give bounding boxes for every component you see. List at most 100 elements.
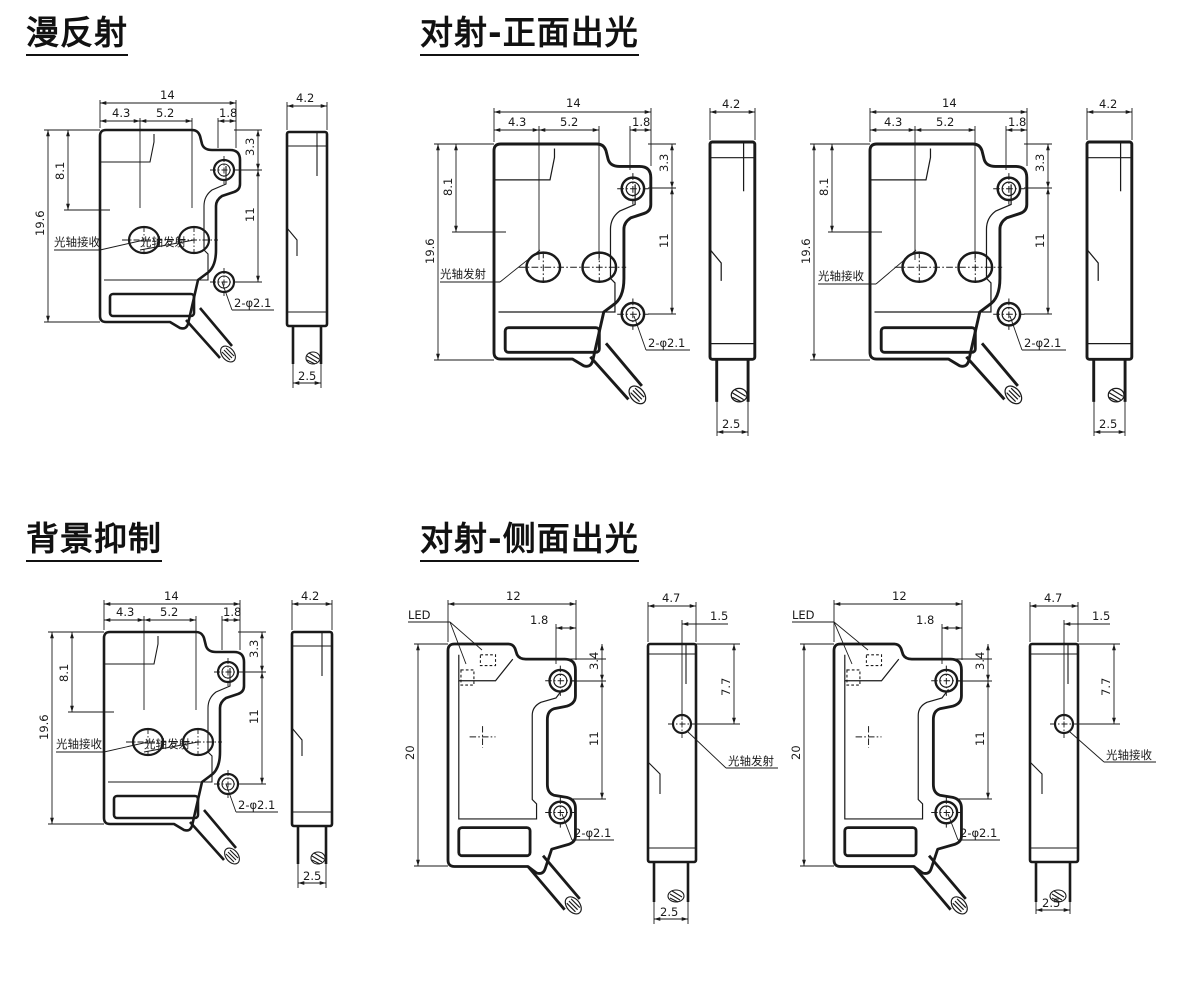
dim-emit-height: 7.7 — [1099, 678, 1113, 696]
label-led: LED — [792, 608, 815, 622]
through-side-dimensions-1: 12 1.8 3.4 11 20 LED 2-φ2.1 — [403, 589, 614, 867]
dim-hole-pitch: 11 — [587, 731, 601, 746]
dim-height: 19.6 — [37, 714, 51, 740]
dim-hole-pitch: 11 — [1033, 233, 1047, 248]
dim-right: 1.8 — [916, 613, 934, 627]
dim-hole-pitch: 11 — [243, 207, 257, 222]
label-receive: 光轴接收 — [54, 235, 100, 249]
through-front-side-dimensions-2: 4.2 2.5 — [1086, 97, 1133, 436]
dim-emit-height: 7.7 — [719, 678, 733, 696]
dim-right: 1.8 — [632, 115, 650, 129]
dim-width: 14 — [942, 96, 957, 110]
through-side-dimensions-2: 12 1.8 3.4 11 20 LED 2-φ2.1 — [789, 589, 1000, 867]
dim-right: 1.8 — [219, 106, 237, 120]
label-emit: 光轴发射 — [728, 754, 774, 768]
dim-offset: 1.5 — [710, 609, 728, 623]
dim-top-hole: 3.3 — [657, 154, 671, 172]
dim-cable: 2.5 — [660, 905, 678, 919]
dim-width: 14 — [160, 88, 175, 102]
label-emit: 光轴发射 — [440, 267, 486, 281]
label-receive: 光轴接收 — [818, 269, 864, 283]
title-diffuse: 漫反射 — [26, 14, 128, 56]
through-side-front-view-1 — [446, 642, 586, 919]
dim-top-hole: 3.4 — [587, 652, 601, 670]
label-led: LED — [408, 608, 431, 622]
label-emit: 光轴发射 — [144, 737, 190, 751]
through-front-dimensions-1: 14 4.3 5.2 1.8 19.6 8.1 3.3 11 — [423, 96, 690, 361]
dim-cable: 2.5 — [722, 417, 740, 431]
dim-right: 1.8 — [530, 613, 548, 627]
background-suppression-side-dimensions: 4.2 2.5 — [291, 589, 333, 888]
title-through-front: 对射-正面出光 — [420, 14, 639, 56]
dim-holes: 2-φ2.1 — [648, 336, 685, 350]
dim-cable: 2.5 — [303, 869, 321, 883]
dim-thickness: 4.2 — [301, 589, 319, 603]
dim-lens-pitch: 5.2 — [936, 115, 954, 129]
dim-hole-pitch: 11 — [657, 233, 671, 248]
through-front-side-view-2 — [1085, 140, 1134, 404]
through-side-side-view-1 — [646, 642, 698, 904]
through-side-side-dimensions-2: 4.7 1.5 7.7 光轴接收 2.5 — [1029, 591, 1156, 914]
dim-thickness: 4.7 — [662, 591, 680, 605]
dim-width: 12 — [892, 589, 907, 603]
through-front-dimensions-2: 14 4.3 5.2 1.8 19.6 8.1 3.3 11 — [799, 96, 1066, 361]
dim-holes: 2-φ2.1 — [234, 296, 271, 310]
dim-thickness: 4.2 — [296, 91, 314, 105]
through-side-side-dimensions-1: 4.7 1.5 7.7 光轴发射 2.5 — [647, 591, 778, 924]
dim-left: 4.3 — [112, 106, 130, 120]
label-receive: 光轴接收 — [56, 737, 102, 751]
through-front-view-2 — [868, 142, 1029, 409]
dim-cable: 2.5 — [1042, 896, 1060, 910]
diffuse-dimensions: 14 4.3 5.2 1.8 19.6 8.1 3.3 11 — [33, 88, 274, 323]
dim-width: 14 — [566, 96, 581, 110]
dim-lens-pitch: 5.2 — [160, 605, 178, 619]
dim-width: 12 — [506, 589, 521, 603]
through-front-view-1 — [492, 142, 653, 409]
dim-top-hole: 3.4 — [973, 652, 987, 670]
dim-offset: 1.5 — [1092, 609, 1110, 623]
through-front-side-dimensions-1: 4.2 2.5 — [709, 97, 756, 436]
dim-right: 1.8 — [1008, 115, 1026, 129]
label-receive: 光轴接收 — [1106, 748, 1152, 762]
dim-height: 20 — [789, 745, 803, 760]
dim-height: 19.6 — [423, 238, 437, 264]
diffuse-side-view — [285, 130, 329, 366]
through-front-side-view-1 — [708, 140, 757, 404]
dim-top-hole: 3.3 — [1033, 154, 1047, 172]
label-emit: 光轴发射 — [140, 235, 186, 249]
dim-lens-height: 8.1 — [817, 178, 831, 196]
dim-thickness: 4.2 — [1099, 97, 1117, 111]
dim-holes: 2-φ2.1 — [960, 826, 997, 840]
dim-top-hole: 3.3 — [243, 138, 257, 156]
dim-hole-pitch: 11 — [247, 709, 261, 724]
dim-holes: 2-φ2.1 — [1024, 336, 1061, 350]
dim-top-hole: 3.3 — [247, 640, 261, 658]
dim-cable: 2.5 — [298, 369, 316, 383]
dim-hole-pitch: 11 — [973, 731, 987, 746]
dim-lens-height: 8.1 — [441, 178, 455, 196]
through-side-front-view-2 — [832, 642, 972, 919]
dim-left: 4.3 — [508, 115, 526, 129]
dim-lens-pitch: 5.2 — [560, 115, 578, 129]
through-side-side-view-2 — [1028, 642, 1080, 904]
dim-left: 4.3 — [884, 115, 902, 129]
dim-holes: 2-φ2.1 — [574, 826, 611, 840]
dim-thickness: 4.7 — [1044, 591, 1062, 605]
title-background-suppression: 背景抑制 — [26, 520, 162, 562]
dim-left: 4.3 — [116, 605, 134, 619]
dim-height: 19.6 — [799, 238, 813, 264]
dim-thickness: 4.2 — [722, 97, 740, 111]
title-through-side: 对射-侧面出光 — [420, 520, 639, 562]
dim-height: 20 — [403, 745, 417, 760]
dim-height: 19.6 — [33, 210, 47, 236]
dim-lens-height: 8.1 — [57, 664, 71, 682]
dim-lens-height: 8.1 — [53, 162, 67, 180]
dim-right: 1.8 — [223, 605, 241, 619]
dim-holes: 2-φ2.1 — [238, 798, 275, 812]
dim-cable: 2.5 — [1099, 417, 1117, 431]
diffuse-side-dimensions: 4.2 2.5 — [286, 91, 328, 388]
dim-width: 14 — [164, 589, 179, 603]
dim-lens-pitch: 5.2 — [156, 106, 174, 120]
